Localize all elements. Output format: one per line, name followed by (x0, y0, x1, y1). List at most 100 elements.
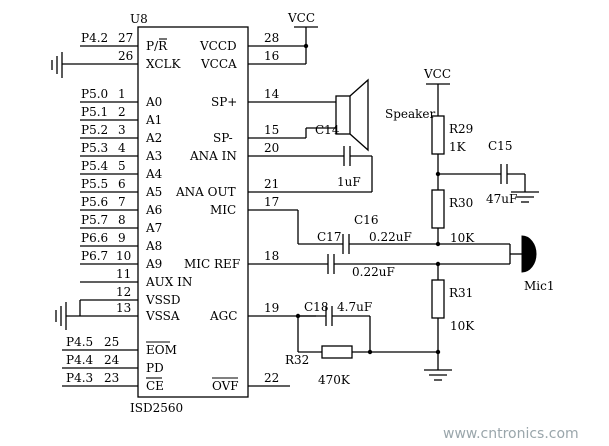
net-label: P5.2 (81, 123, 108, 137)
pin-number: 20 (264, 141, 279, 155)
pin-27: P4.2 27 P/R̅ (80, 31, 168, 53)
ic-part-label: ISD2560 (130, 401, 183, 415)
pin-name: P/R̅ (146, 38, 168, 53)
ground-symbol-xclk (51, 52, 63, 78)
pin-number: 21 (264, 177, 279, 191)
pin-name: OVF (212, 379, 239, 393)
pin-number: 25 (104, 335, 119, 349)
pin-vcca: 16 VCCA (200, 49, 306, 71)
pin-name: VCCD (199, 39, 237, 53)
capacitor-c15: C15 47uF (438, 139, 526, 206)
resistor-r32: R32 470K (285, 345, 438, 387)
pin-mic-ref: 18 MIC REF (184, 249, 328, 271)
net-label: P5.6 (81, 195, 108, 209)
pin-number: 11 (116, 267, 131, 281)
c18-label: C18 (304, 300, 328, 314)
net-label: P5.4 (81, 159, 109, 173)
pin-number: 8 (118, 213, 126, 227)
ic-ref-label: U8 (130, 12, 148, 26)
pin-a8: P6.6 9 A8 (80, 231, 162, 253)
pin-name: A2 (145, 131, 162, 145)
net-label: P4.4 (66, 353, 94, 367)
pin-number: 9 (118, 231, 126, 245)
resistor-r29: R29 1K (431, 115, 473, 190)
pin-number: 10 (116, 249, 131, 263)
pin-number: 19 (264, 301, 279, 315)
pin-name: XCLK (146, 57, 181, 71)
pin-vccd: 28 VCCD (199, 31, 306, 53)
pin-number: 17 (264, 195, 279, 209)
junction-dot (303, 43, 309, 49)
c14-value: 1uF (337, 175, 361, 189)
pin-number: 4 (118, 141, 126, 155)
pin-name: MIC (210, 203, 236, 217)
left-pin-group: P4.2 27 P/R̅ 26 XCLK P5.0 1 A0 P5.1 2 (51, 31, 192, 393)
ground-symbol-r31 (424, 369, 452, 381)
r29-label: R29 (449, 122, 473, 136)
vcc-label-right: VCC (423, 67, 451, 81)
pin-name: A0 (145, 95, 162, 109)
pin-number: 2 (118, 105, 126, 119)
pin-ana-in: 20 ANA IN (189, 141, 326, 163)
ic-u8: U8 ISD2560 (130, 12, 249, 415)
pin-agc: 19 AGC (209, 301, 316, 323)
pin-a5: P5.5 6 A5 (80, 177, 162, 199)
c17-label: C17 (317, 230, 341, 244)
pin-number: 1 (118, 87, 126, 101)
pin-aux-in: 11 AUX IN (80, 267, 192, 289)
right-pin-group: 28 VCCD 16 VCCA 14 SP+ 15 SP- 20 ANA IN … (175, 31, 372, 393)
pin-number: 6 (118, 177, 126, 191)
pin-number: 7 (118, 195, 126, 209)
mic-label: Mic1 (524, 279, 554, 293)
pin-a1: P5.1 2 A1 (80, 105, 162, 127)
r30-label: R30 (449, 196, 473, 210)
pin-number: 13 (116, 301, 131, 315)
ground-symbol-c15 (511, 191, 539, 203)
pin-number: 28 (264, 31, 279, 45)
net-label: P5.3 (81, 141, 108, 155)
pin-name: AUX IN (145, 275, 192, 289)
vcc-supply-chip: VCC (287, 11, 318, 64)
pin-name: PD (146, 361, 164, 375)
pin-name: A6 (145, 203, 162, 217)
pin-a9: P6.7 10 A9 (80, 249, 162, 271)
net-label: P6.7 (81, 249, 108, 263)
r30-value: 10K (450, 231, 475, 245)
watermark-text: www.cntronics.com (443, 426, 579, 442)
net-label: P4.5 (66, 335, 93, 349)
pin-ce: P4.3 23 CE (62, 371, 164, 393)
pin-name: A7 (145, 221, 162, 235)
c16-label: C16 (354, 213, 378, 227)
c14-label: C14 (315, 123, 340, 137)
c15-value: 47uF (486, 192, 517, 206)
capacitor-mic-ref: 0.22uF (327, 254, 510, 279)
r31-label: R31 (449, 286, 473, 300)
pin-name: ANA OUT (175, 185, 236, 199)
pin-a3: P5.3 4 A3 (80, 141, 162, 163)
capacitor-c17: C17 (297, 210, 510, 254)
pin-name: A4 (145, 167, 163, 181)
pin-ana-out: 21 ANA OUT (175, 177, 372, 199)
r29-value: 1K (449, 140, 467, 154)
speaker-symbol: Speaker (305, 78, 436, 152)
pin-name: A5 (145, 185, 162, 199)
pin-name: SP+ (211, 95, 237, 109)
net-label: P5.5 (81, 177, 108, 191)
pin-name: VSSA (145, 309, 180, 323)
c18-value: 4.7uF (337, 300, 372, 314)
net-label: P4.3 (66, 371, 93, 385)
c15-label: C15 (488, 139, 512, 153)
net-label: P5.0 (81, 87, 108, 101)
vcc-supply-mic: VCC (423, 67, 451, 116)
pin-a0: P5.0 1 A0 (80, 87, 162, 109)
pin-name: VSSD (145, 293, 181, 307)
pin-26: 26 XCLK (62, 49, 181, 71)
microphone-symbol: Mic1 (509, 235, 554, 293)
r31-value: 10K (450, 319, 475, 333)
pin-number: 14 (264, 87, 280, 101)
pin-number: 15 (264, 123, 279, 137)
pin-name: A1 (145, 113, 162, 127)
net-label: P5.1 (81, 105, 108, 119)
pin-a2: P5.2 3 A2 (80, 123, 162, 145)
capacitor-c16-labels: C16 0.22uF (354, 213, 412, 244)
